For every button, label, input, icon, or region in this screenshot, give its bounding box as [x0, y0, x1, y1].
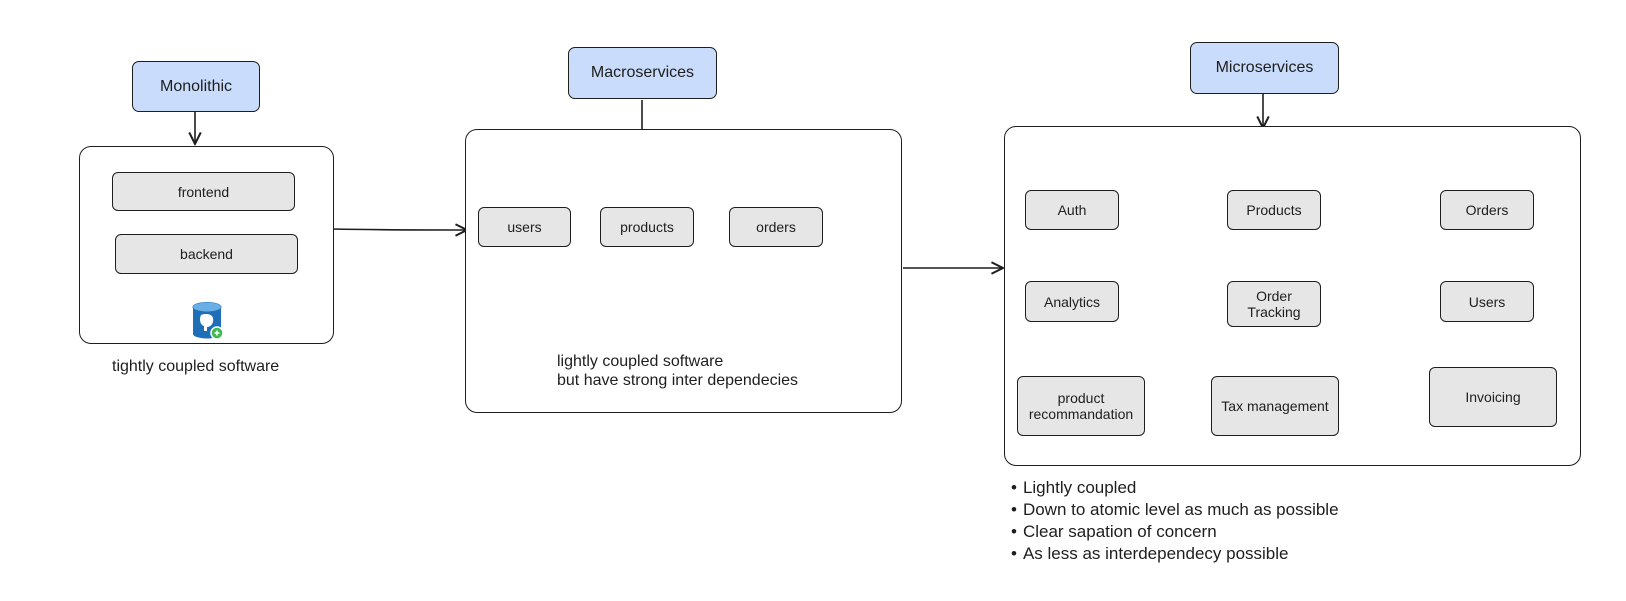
- frontend-label: frontend: [177, 183, 230, 200]
- frontend-layer: frontend: [112, 172, 295, 211]
- microservices-characteristics: Lightly coupled Down to atomic level as …: [1011, 477, 1339, 565]
- bullet-item: Clear sapation of concern: [1011, 521, 1339, 543]
- service-users-label: users: [507, 219, 542, 235]
- service-product-recommandation: product recommandation: [1017, 376, 1145, 436]
- service-invoicing: Invoicing: [1429, 367, 1557, 427]
- service-products-micro: Products: [1227, 190, 1321, 230]
- bullet-item: As less as interdependecy possible: [1011, 543, 1339, 565]
- service-users: users: [478, 207, 571, 247]
- service-users-micro: Users: [1440, 281, 1534, 322]
- service-invoicing-label: Invoicing: [1465, 389, 1521, 405]
- monolithic-caption: tightly coupled software: [112, 358, 280, 375]
- backend-label: backend: [180, 246, 233, 262]
- microservices-title: Microservices: [1190, 42, 1339, 94]
- arrow-monolithic-to-macroservices: [332, 229, 467, 230]
- monolithic-title: Monolithic: [132, 61, 260, 112]
- service-tax-management-label: Tax management: [1221, 398, 1329, 414]
- macroservices-caption-line1: lightly coupled software: [557, 353, 724, 370]
- service-auth: Auth: [1025, 190, 1119, 230]
- bullet-item: Down to atomic level as much as possible: [1011, 499, 1339, 521]
- service-order-tracking-label: Order Tracking: [1247, 288, 1301, 320]
- service-tax-management: Tax management: [1211, 376, 1339, 436]
- service-products-micro-label: Products: [1246, 202, 1302, 218]
- backend-layer: backend: [115, 234, 298, 274]
- macroservices-caption-line2: but have strong inter dependecies: [557, 372, 799, 389]
- service-auth-label: Auth: [1057, 202, 1087, 218]
- service-product-recommandation-label: product recommandation: [1028, 390, 1134, 422]
- service-products: products: [600, 207, 694, 247]
- service-order-tracking: Order Tracking: [1227, 281, 1321, 327]
- macroservices-title-text: Macroservices: [590, 64, 695, 81]
- postgresql-database-icon: [192, 302, 224, 340]
- service-users-micro-label: Users: [1468, 293, 1506, 310]
- service-orders-micro: Orders: [1440, 190, 1534, 230]
- service-products-label: products: [620, 219, 674, 235]
- bullet-item: Lightly coupled: [1011, 477, 1339, 499]
- microservices-title-text: Microservices: [1215, 59, 1314, 76]
- monolithic-title-text: Monolithic: [159, 77, 233, 95]
- service-analytics-label: Analytics: [1043, 293, 1101, 310]
- service-orders-micro-label: Orders: [1465, 202, 1509, 218]
- service-analytics: Analytics: [1025, 281, 1119, 322]
- macroservices-title: Macroservices: [568, 47, 717, 99]
- macroservices-container: [465, 129, 902, 413]
- service-orders-label: orders: [756, 219, 796, 235]
- service-orders: orders: [729, 207, 823, 247]
